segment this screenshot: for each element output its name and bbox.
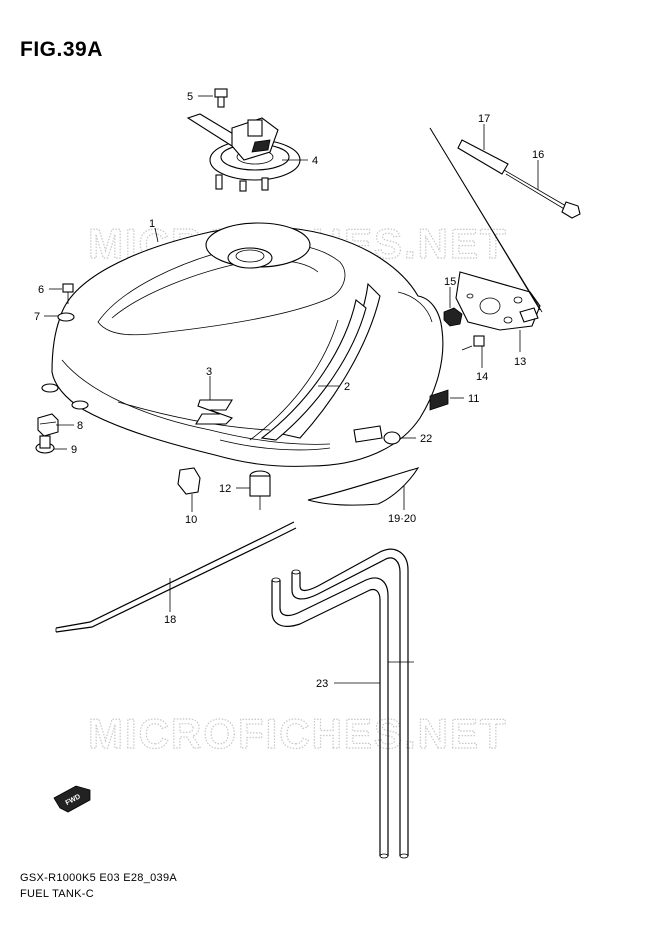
callout-2: 2 — [344, 381, 350, 393]
part-22-hose — [271, 577, 389, 856]
part-17-pipe — [457, 139, 509, 175]
part-18-hose — [55, 521, 297, 633]
footer-section-name: FUEL TANK-C — [20, 888, 94, 900]
part-7-washer — [57, 312, 75, 322]
fwd-arrow-icon: FWD — [53, 785, 91, 813]
part-15-nut — [443, 307, 463, 327]
callout-15: 15 — [444, 276, 456, 288]
callout-5: 5 — [187, 91, 193, 103]
tank-mount-left — [41, 383, 89, 410]
part-4-filler-cap — [186, 113, 301, 192]
part-13-bracket — [455, 271, 541, 331]
callout-16: 16 — [532, 149, 544, 161]
callout-21: 22 — [420, 433, 432, 445]
callout-4: 4 — [312, 155, 318, 167]
callout-1: 1 — [149, 218, 155, 230]
part-1-fuel-tank — [51, 222, 444, 467]
callout-3: 3 — [206, 366, 212, 378]
callout-18: 18 — [164, 614, 176, 626]
part-6-screw — [62, 283, 74, 304]
part-2-side-decal — [249, 282, 381, 441]
callout-10: 10 — [185, 514, 197, 526]
part-11-emblem — [429, 389, 449, 411]
part-5-bolt — [214, 88, 228, 108]
hinge-guide-line-2 — [429, 127, 541, 311]
part-16-bolt — [503, 169, 581, 219]
part-23-hose — [291, 548, 409, 859]
callout-17: 17 — [478, 113, 490, 125]
part-3-emblem — [195, 399, 233, 425]
footer-model-code: GSX-R1000K5 E03 E28_039A — [20, 872, 178, 884]
watermark-bottom: MICROFICHES.NET — [88, 710, 508, 757]
part-9-collar — [35, 435, 55, 454]
callout-22: 23 — [316, 678, 328, 690]
callout-8: 8 — [77, 420, 83, 432]
callout-7: 7 — [34, 311, 40, 323]
callout-13: 13 — [514, 356, 526, 368]
part-12-valve — [249, 470, 271, 510]
callout-11: 11 — [468, 393, 479, 405]
part-10-cushion — [177, 467, 201, 495]
callout-19-20: 19·20 — [388, 513, 416, 525]
part-19-20-decal — [307, 467, 420, 506]
callout-12: 12 — [219, 483, 231, 495]
leader-lines — [44, 95, 539, 684]
part-8-cushion — [37, 413, 59, 437]
callout-6: 6 — [38, 284, 44, 296]
part-14-bolt — [461, 335, 485, 351]
callout-9: 9 — [71, 444, 77, 456]
callout-14: 14 — [476, 371, 488, 383]
figure-title: FIG.39A — [20, 38, 103, 61]
part-21-cushion — [353, 425, 401, 445]
